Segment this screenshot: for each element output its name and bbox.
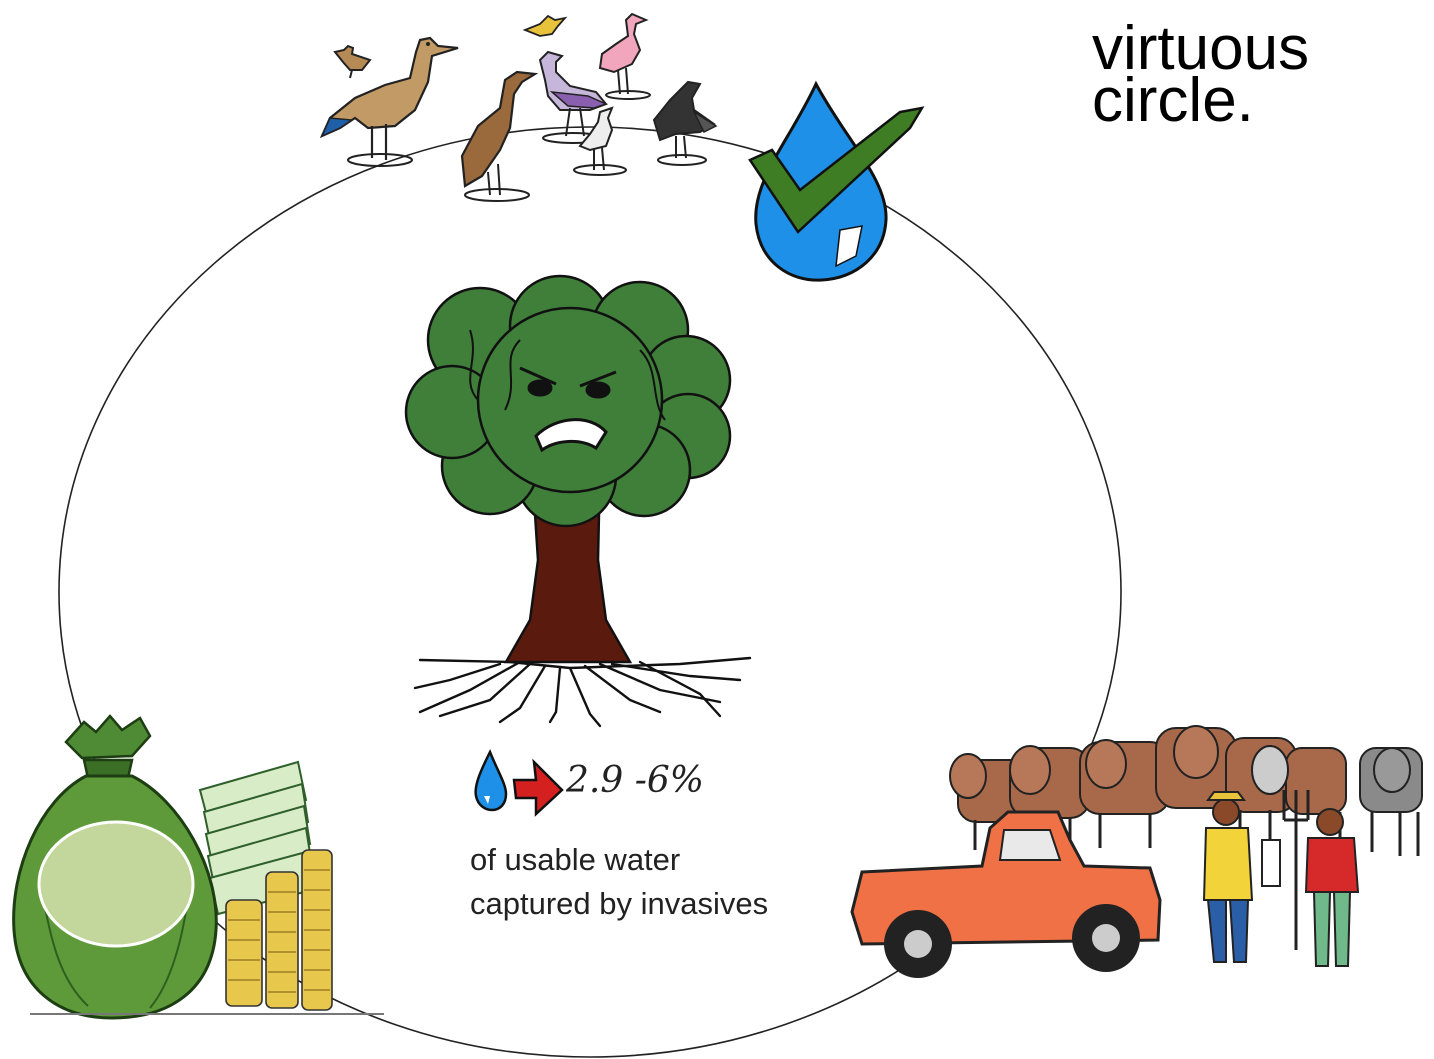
red-arrow-icon <box>512 758 564 817</box>
water-drop-checkmark-icon <box>748 80 925 282</box>
water-drop-icon <box>474 748 508 812</box>
water-capture-range: 2.9 -6% <box>566 760 704 801</box>
money-bag-label <box>37 820 195 948</box>
diagram-title-line-1: virtuous <box>1092 14 1310 83</box>
angry-tree-illustration <box>404 274 752 728</box>
cattle-truck-farmers-illustration <box>850 725 1423 978</box>
money-bag-and-coins-illustration <box>12 714 384 1020</box>
water-capture-caption-line-2: captured by invasives <box>470 886 769 921</box>
bird-flock-illustration <box>319 12 718 202</box>
diagram-title-line-2: circle. <box>1092 66 1254 135</box>
water-capture-caption-line-1: of usable water <box>470 842 681 877</box>
cycle-circle <box>58 126 1122 1058</box>
